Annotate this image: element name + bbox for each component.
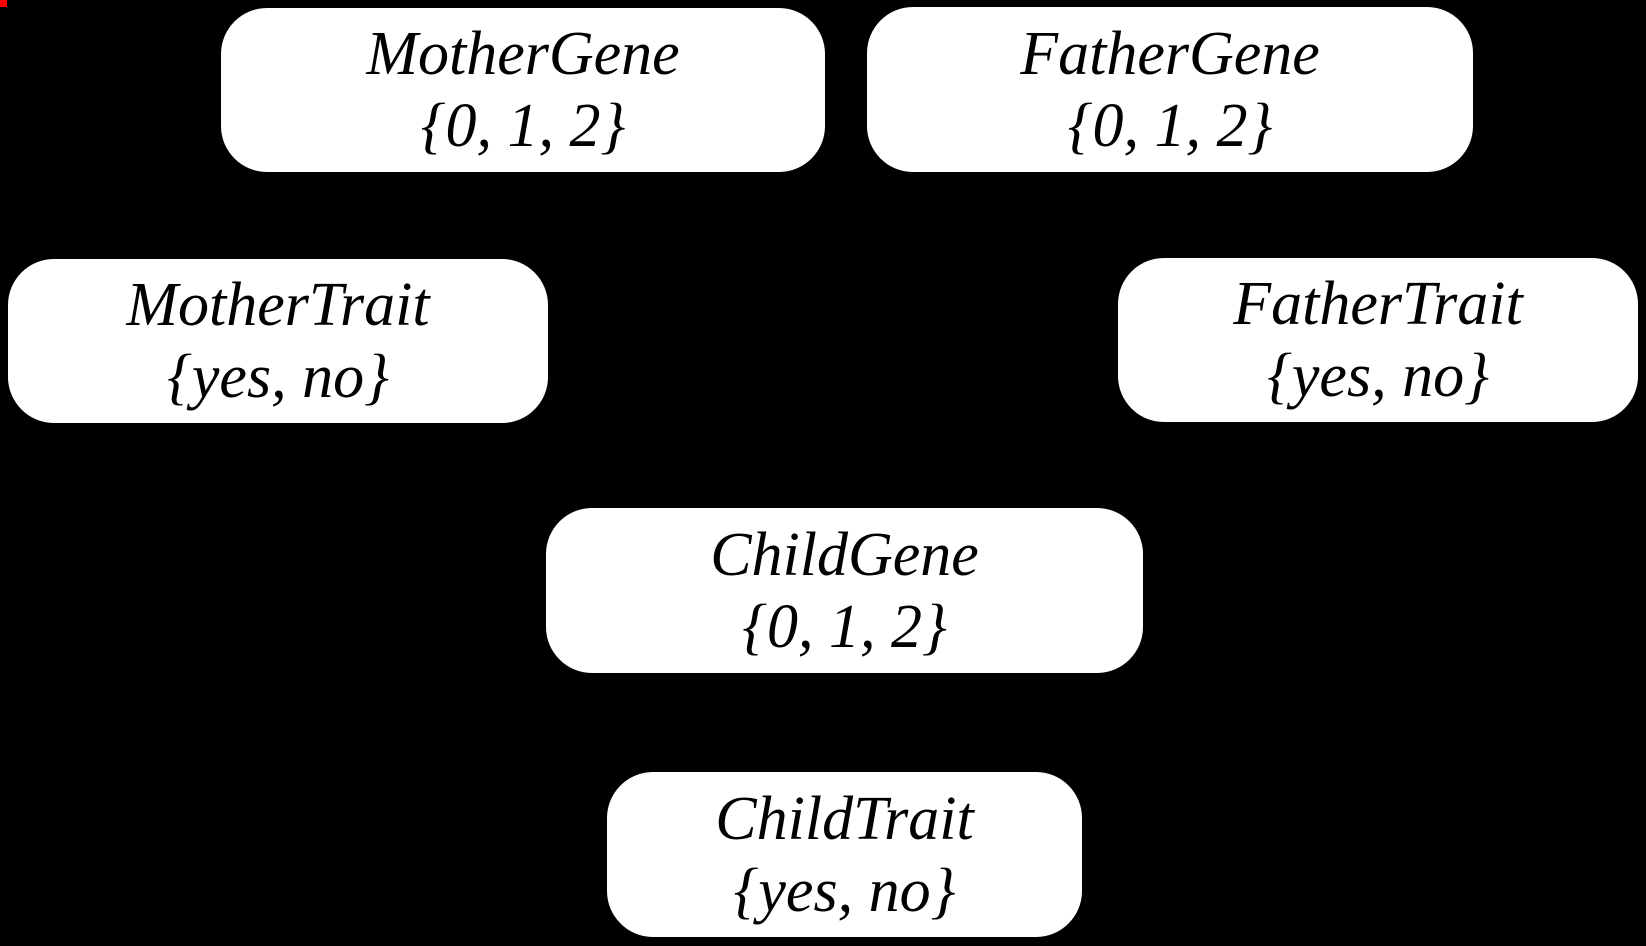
node-father-gene: FatherGene {0, 1, 2} xyxy=(867,7,1473,172)
node-child-gene: ChildGene {0, 1, 2} xyxy=(546,508,1143,673)
node-domain-values: {0, 1, 2} xyxy=(742,592,947,661)
red-corner-artifact xyxy=(0,0,7,7)
node-domain-values: {yes, no} xyxy=(1267,342,1489,410)
node-title: MotherTrait xyxy=(126,271,430,339)
node-domain-values: {0, 1, 2} xyxy=(420,92,626,160)
node-title: FatherTrait xyxy=(1233,270,1523,338)
node-title: ChildTrait xyxy=(715,784,974,853)
node-domain-values: {0, 1, 2} xyxy=(1067,91,1273,160)
node-mother-trait: MotherTrait {yes, no} xyxy=(8,259,548,423)
node-domain-values: {yes, no} xyxy=(167,343,389,411)
node-father-trait: FatherTrait {yes, no} xyxy=(1118,258,1638,422)
node-title: ChildGene xyxy=(710,520,979,589)
node-title: FatherGene xyxy=(1020,19,1320,88)
node-title: MotherGene xyxy=(366,20,680,88)
node-child-trait: ChildTrait {yes, no} xyxy=(607,772,1082,937)
node-domain-values: {yes, no} xyxy=(733,856,956,925)
node-mother-gene: MotherGene {0, 1, 2} xyxy=(221,8,825,172)
